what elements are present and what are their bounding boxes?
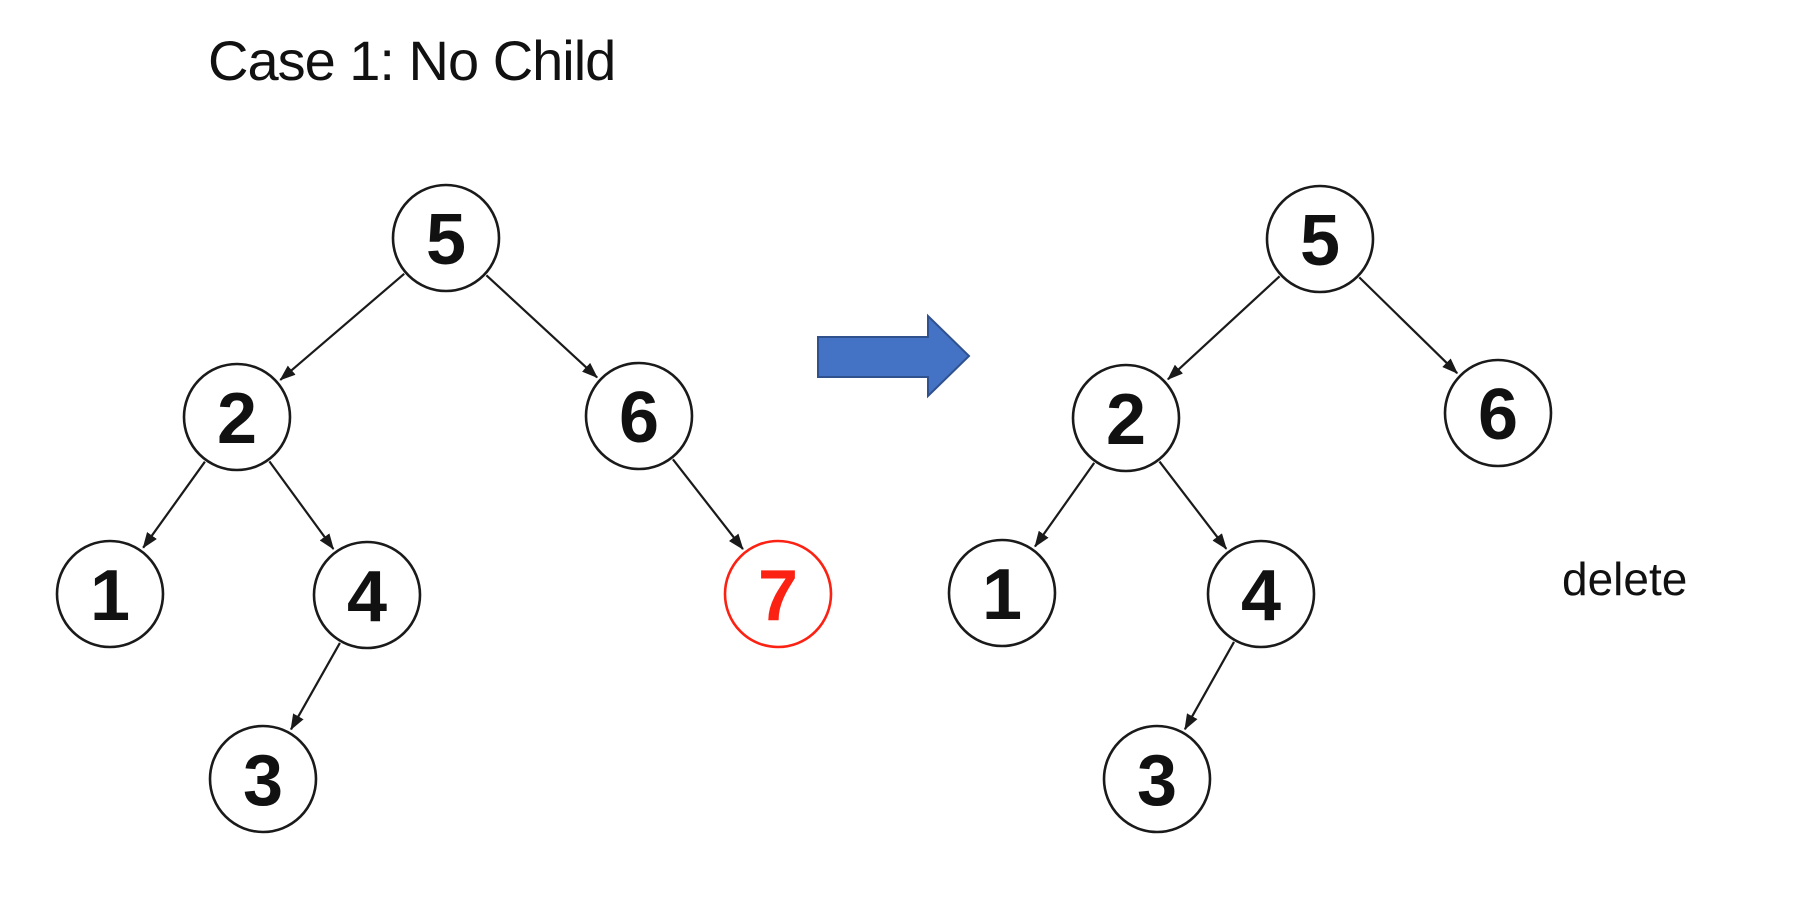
tree-node-before-deletion-4 — [312, 540, 422, 650]
tree-node-label-before-deletion-1: 1 — [90, 556, 130, 636]
tree-edge-4-3 — [290, 642, 341, 731]
tree-edge-2-4 — [1158, 460, 1228, 550]
tree-node-before-deletion-3 — [208, 724, 318, 834]
tree-after-deletion: 5 2 6 1 4 3 — [947, 184, 1553, 834]
tree-node-after-deletion-6 — [1443, 358, 1553, 468]
tree-edge-6-7 — [672, 458, 744, 550]
tree-node-before-deletion-6 — [584, 361, 694, 471]
tree-node-before-deletion-2 — [182, 362, 292, 472]
tree-node-label-after-deletion-6: 6 — [1478, 375, 1518, 455]
tree-node-label-after-deletion-2: 2 — [1106, 380, 1146, 460]
tree-node-label-before-deletion-5: 5 — [426, 200, 466, 280]
tree-node-before-deletion-5 — [391, 183, 501, 293]
tree-node-before-deletion-1 — [55, 539, 165, 649]
tree-node-label-before-deletion-6: 6 — [619, 378, 659, 458]
tree-node-label-before-deletion-4: 4 — [347, 557, 387, 637]
tree-edge-5-6 — [485, 274, 598, 379]
tree-edge-2-4 — [268, 460, 335, 550]
tree-edge-5-6 — [1358, 276, 1458, 374]
tree-node-label-after-deletion-5: 5 — [1300, 201, 1340, 281]
tree-node-before-deletion-7 — [723, 539, 833, 649]
tree-node-after-deletion-1 — [947, 538, 1057, 648]
tree-node-after-deletion-4 — [1206, 539, 1316, 649]
tree-edge-2-1 — [1034, 462, 1096, 548]
tree-node-label-before-deletion-3: 3 — [243, 741, 283, 821]
diagram-title: Case 1: No Child — [208, 29, 616, 92]
tree-node-label-before-deletion-7: 7 — [758, 556, 798, 636]
trees-layer: 5 2 6 1 4 7 3 5 2 6 1 4 3 — [55, 183, 1553, 834]
tree-node-after-deletion-5 — [1265, 184, 1375, 294]
tree-node-label-before-deletion-2: 2 — [217, 379, 257, 459]
tree-edge-5-2 — [1167, 275, 1281, 381]
tree-node-after-deletion-2 — [1071, 363, 1181, 473]
tree-before-deletion: 5 2 6 1 4 7 3 — [55, 183, 833, 834]
right-block-arrow-icon — [817, 313, 971, 399]
tree-edge-5-2 — [279, 272, 405, 381]
tree-edge-4-3 — [1183, 641, 1235, 731]
tree-node-label-after-deletion-3: 3 — [1137, 741, 1177, 821]
delete-annotation: delete — [1562, 553, 1688, 605]
tree-node-after-deletion-3 — [1102, 724, 1212, 834]
tree-node-label-after-deletion-4: 4 — [1241, 556, 1281, 636]
tree-edge-2-1 — [142, 461, 206, 549]
tree-node-label-after-deletion-1: 1 — [982, 555, 1022, 635]
